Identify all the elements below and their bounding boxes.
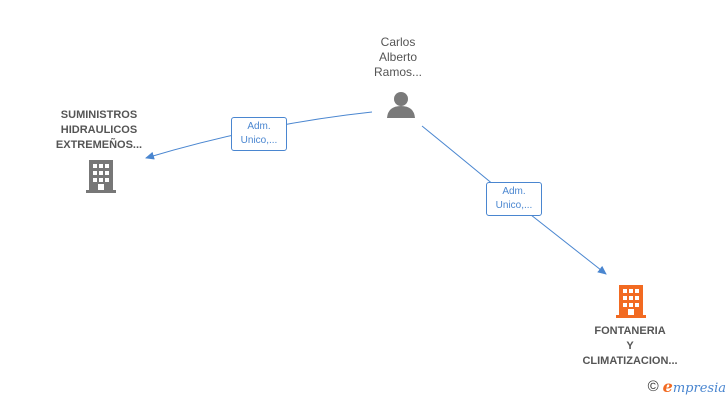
person-label-line: Carlos	[380, 35, 416, 49]
company-left-label-line: SUMINISTROS	[60, 109, 138, 121]
brand-logo-initial: e	[662, 377, 673, 396]
edge-label-line: Unico,...	[495, 200, 533, 211]
person-label-line: Ramos...	[373, 65, 422, 79]
edge-label-to-bottom[interactable]: Adm. Unico,...	[486, 182, 542, 216]
building-icon[interactable]	[616, 285, 646, 318]
copyright-icon: ©	[647, 378, 659, 395]
company-left-label-line: HIDRAULICOS	[60, 124, 138, 136]
company-left-label-line: EXTREMEÑOS...	[55, 139, 143, 151]
company-bottom-label-line: CLIMATIZACION...	[582, 355, 678, 367]
edge-label-to-left[interactable]: Adm. Unico,...	[231, 117, 287, 151]
building-icon[interactable]	[86, 160, 116, 193]
company-left-label[interactable]: SUMINISTROS HIDRAULICOS EXTREMEÑOS...	[34, 108, 164, 153]
edge-label-line: Adm.	[247, 121, 271, 132]
company-bottom-label-line: FONTANERIA	[594, 325, 666, 337]
edge-label-line: Adm.	[502, 186, 526, 197]
person-label-line: Alberto	[378, 50, 418, 64]
watermark: © empresia	[648, 377, 726, 396]
company-bottom-label-line: Y	[626, 340, 634, 352]
edge-label-line: Unico,...	[240, 135, 278, 146]
brand-logo-text: mpresia	[672, 381, 726, 396]
brand-logo: empresia	[663, 377, 726, 396]
company-bottom-label[interactable]: FONTANERIA Y CLIMATIZACION...	[560, 324, 700, 369]
person-label[interactable]: Carlos Alberto Ramos...	[356, 35, 440, 80]
person-icon[interactable]	[387, 92, 415, 118]
